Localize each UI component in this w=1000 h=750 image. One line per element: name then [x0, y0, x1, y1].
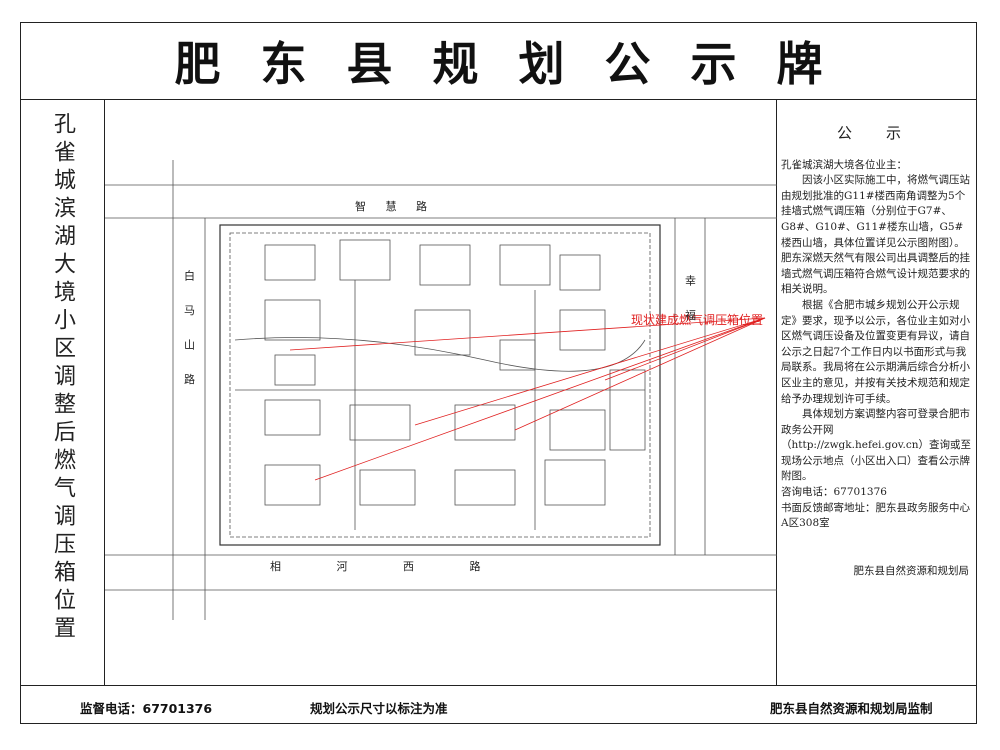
road-label-east: 幸 福 — [684, 275, 697, 331]
notice-heading: 公示 — [836, 124, 935, 142]
footer-issuer: 肥东县自然资源和规划局监制 — [770, 701, 933, 716]
notice-paragraph-2: 根据《合肥市城乡规划公开公示规定》要求，现予以公示，各位业主如对小区燃气调压设备… — [781, 298, 970, 405]
footer-size-note: 规划公示尺寸以标注为准 — [310, 701, 448, 716]
road-label-west: 白 马 山 路 — [183, 269, 196, 395]
notice-paragraph-1: 因该小区实际施工中，将燃气调压站由规划批准的G11#楼西南角调整为5个挂墙式燃气… — [781, 174, 970, 296]
notice-paragraph-3: 具体规划方案调整内容可登录合肥市政务公开网（http://zwgk.hefei.… — [781, 408, 971, 483]
site-plan-map: 现状建成燃气调压箱位置 智 慧 路 白 马 山 路 相 河 西 路 幸 福 — [105, 100, 777, 685]
road-label-south: 相 河 西 路 — [270, 560, 507, 573]
callout-lines — [289, 317, 766, 481]
side-title: 孔雀城滨湖大境小区调整后燃气调压箱位置 — [50, 112, 75, 644]
notice-salutation: 孔雀城滨湖大境各位业主： — [781, 158, 907, 171]
footer-supervision-phone: 监督电话：67701376 — [80, 701, 213, 716]
board-frame — [20, 22, 977, 724]
page-title: 肥东县规划公示牌 — [174, 36, 863, 91]
callout-label: 现状建成燃气调压箱位置 — [631, 312, 763, 327]
site-plan-drawing: 现状建成燃气调压箱位置 智 慧 路 白 马 山 路 相 河 西 路 幸 福 — [105, 160, 777, 620]
road-label-north: 智 慧 路 — [355, 199, 435, 213]
side-title-column: 孔雀城滨湖大境小区调整后燃气调压箱位置 — [20, 100, 105, 685]
board-title-bar: 肥东县规划公示牌 — [20, 22, 977, 100]
notice-signature: 肥东县自然资源和规划局 — [853, 565, 970, 577]
notice-phone: 咨询电话：67701376 — [781, 486, 887, 499]
notice-panel: 公示 孔雀城滨湖大境各位业主： 因该小区实际施工中，将燃气调压站由规划批准的G1… — [777, 100, 977, 685]
footer-bar: 监督电话：67701376 规划公示尺寸以标注为准 肥东县自然资源和规划局监制 — [20, 685, 977, 724]
notice-address: 书面反馈邮寄地址：肥东县政务服务中心A区308室 — [781, 501, 970, 530]
